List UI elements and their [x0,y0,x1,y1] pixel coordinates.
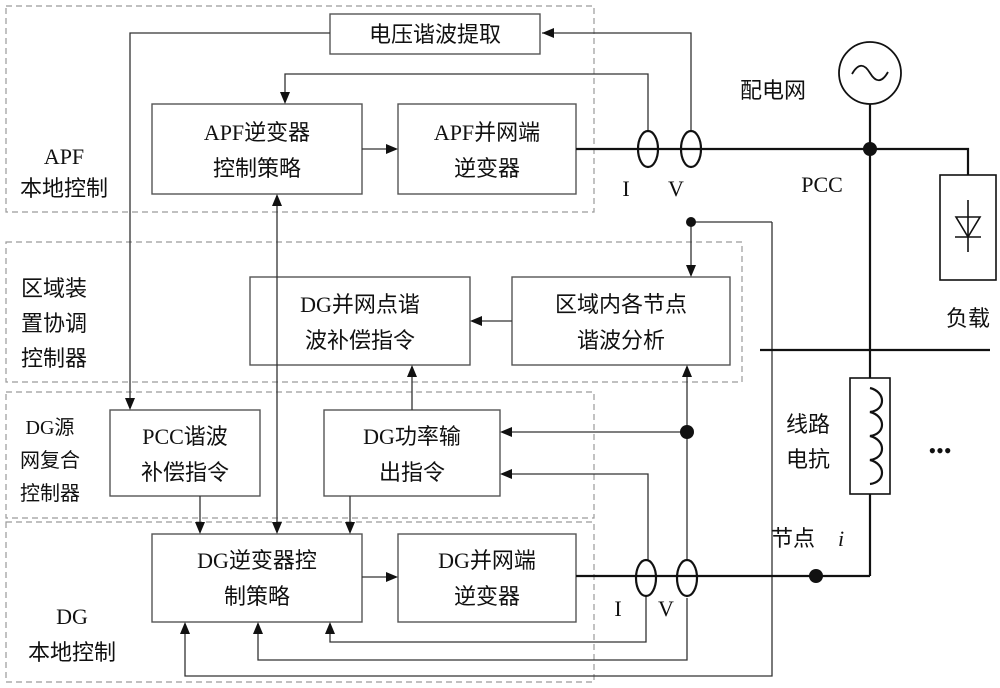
apf-grid-inverter-block [397,103,577,195]
arrowhead [470,316,482,326]
apf-local-region [5,5,595,213]
arrowhead [272,194,282,206]
diode-icon [954,216,982,239]
i-to-apf-control-line [284,73,649,138]
dg-inverter-control-text-2: 制策略 [224,584,290,609]
dg-power-output-cmd-block [323,409,501,497]
dg-local-label-1: DG [56,604,88,629]
arrowhead [280,92,290,104]
node-index-label: i [838,526,844,551]
reactance-box [849,377,891,495]
dg-pcc-harmonic-cmd-block [249,276,471,366]
arrowhead [195,522,205,534]
dg-inverter-control-block [151,533,363,623]
zone-node-harmonic-analysis-text-2: 谐波分析 [577,328,665,353]
dg-composite-label-1: DG源 [26,416,75,439]
zone-node-harmonic-analysis-text-1: 区域内各节点 [555,292,687,317]
arrowhead [253,622,263,634]
dg-power-output-cmd-text-1: DG功率输 [363,424,461,449]
pcc-label: PCC [801,172,843,197]
arrowhead [686,265,696,277]
zone-node-harmonic-analysis-block [511,276,731,366]
junction-dot [680,425,694,439]
dg-composite-label-2: 网复合 [20,449,80,472]
node-dot [809,569,823,583]
extract-to-pcc-cmd-line [129,32,330,408]
dg-grid-inverter-text-1: DG并网端 [438,548,536,573]
more-nodes-ellipsis: ••• [928,438,951,463]
arrowhead [682,365,692,377]
dg-composite-region [5,391,595,519]
arrowhead [345,522,355,534]
dg-grid-inverter-block [397,533,577,623]
inductor-icon [869,386,884,486]
arrowhead [325,622,335,634]
v-feedback-line [257,598,688,661]
pcc-harmonic-cmd-text-2: 补偿指令 [141,460,229,485]
arrowhead [542,28,554,38]
dg-power-output-cmd-text-2: 出指令 [379,460,445,485]
dg-local-region [5,521,595,683]
current-sensor-icon [634,558,658,598]
dg-inverter-control-text-1: DG逆变器控 [197,548,317,573]
apf-inverter-control-text-2: 控制策略 [213,156,301,181]
sensor-i-bottom-label: I [614,596,621,621]
pcc-dot [863,142,877,156]
sine-icon [851,64,889,82]
pcc-harmonic-cmd-text-1: PCC谐波 [142,424,228,449]
pcc-harmonic-cmd-block [109,409,261,497]
apf-local-label-2: 本地控制 [20,176,108,201]
zone-coordinator-label-1: 区域装 [21,276,87,301]
arrowhead [386,572,398,582]
dg-grid-inverter-text-2: 逆变器 [454,584,520,609]
zone-coordinator-region [5,241,743,383]
reactance-label-1: 线路 [786,412,830,437]
voltage-harmonic-extract-block [329,13,541,55]
arrowhead [272,522,282,534]
node-label: 节点 [771,526,815,551]
voltage-harmonic-extract-text: 电压谐波提取 [369,22,501,47]
dg-composite-label-3: 控制器 [20,482,80,505]
zone-coordinator-label-2: 置协调 [21,311,87,336]
load-label: 负载 [946,306,990,331]
dg-local-label-2: 本地控制 [28,640,116,665]
dg-pcc-harmonic-cmd-text-2: 波补偿指令 [305,328,415,353]
apf-inverter-control-text-1: APF逆变器 [204,120,310,145]
sensor-i-top-label: I [622,176,629,201]
sensor-v-top-label: V [668,176,684,201]
apf-bus-line [576,147,970,175]
grid-label: 配电网 [740,78,806,103]
v-to-voltage-extract-line [542,32,692,142]
arrowhead [500,427,512,437]
arrowhead [386,144,398,154]
i-to-power-cmd-line [502,473,649,570]
voltage-sensor-icon [675,558,699,598]
reactance-label-2: 电抗 [786,447,830,472]
arrowhead [407,365,417,377]
apf-grid-inverter-text-2: 逆变器 [454,156,520,181]
pcc-v-feedback-line [184,222,773,677]
arrowhead [180,622,190,634]
dg-pcc-harmonic-cmd-text-1: DG并网点谐 [300,292,420,317]
arrowhead [125,398,135,410]
arrowhead [500,469,512,479]
sensor-v-bottom-label: V [658,596,674,621]
zone-coordinator-label-3: 控制器 [21,346,87,371]
apf-grid-inverter-text-1: APF并网端 [434,120,540,145]
junction-dot [686,217,696,227]
apf-inverter-control-block [151,103,363,195]
apf-local-label-1: APF [44,144,84,169]
